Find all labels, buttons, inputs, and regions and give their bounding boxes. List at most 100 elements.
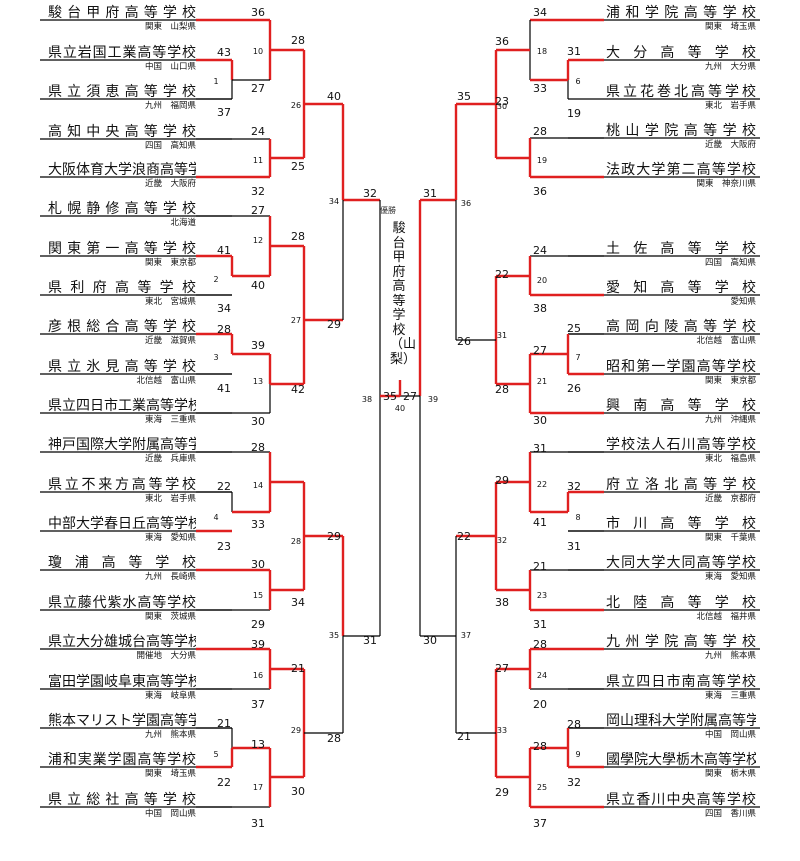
match-number: 1 — [213, 77, 218, 86]
score-label: 28 — [533, 125, 547, 138]
team-name: 中部大学春日丘高等学校 — [48, 516, 196, 532]
score-label: 30 — [423, 634, 437, 647]
score-label: 34 — [217, 302, 231, 315]
match-number: 37 — [461, 631, 471, 640]
team-name: 國學院大學栃木高等学校 — [606, 752, 756, 768]
team-name: 熊本マリスト学園高等学校 — [48, 713, 196, 729]
left-team: 神戸国際大学附属高等学校近畿 兵庫県 — [48, 430, 196, 470]
right-team: 県立香川中央高等学校四国 香川県 — [606, 785, 756, 825]
final-left-score: 35 — [383, 390, 397, 403]
score-label: 37 — [251, 698, 265, 711]
score-label: 28 — [533, 740, 547, 753]
team-name: 興南高等学校 — [606, 398, 756, 414]
team-region: 中国 山口県 — [144, 62, 196, 72]
right-team: 高岡向陵高等学校北信越 富山県 — [606, 312, 756, 352]
match-number: 29 — [291, 726, 301, 735]
score-label: 32 — [251, 185, 265, 198]
score-label: 35 — [457, 90, 471, 103]
match-number: 24 — [537, 671, 547, 680]
team-name: 土佐高等学校 — [606, 241, 756, 257]
team-name: 県立四日市工業高等学校 — [48, 398, 196, 414]
match-number: 14 — [253, 481, 263, 490]
score-label: 31 — [251, 817, 265, 830]
right-team: 県立四日市南高等学校東海 三重県 — [606, 667, 756, 707]
score-label: 33 — [533, 82, 547, 95]
score-label: 31 — [567, 45, 581, 58]
score-label: 21 — [457, 730, 471, 743]
score-label: 36 — [495, 35, 509, 48]
left-team: 県立藤代紫水高等学校関東 茨城県 — [48, 588, 196, 628]
score-label: 30 — [251, 415, 265, 428]
team-region: 東北 宮城県 — [144, 297, 196, 307]
score-label: 28 — [533, 638, 547, 651]
team-region: 近畿 大阪府 — [144, 179, 196, 189]
left-team: 県立岩国工業高等学校中国 山口県 — [48, 38, 196, 78]
right-team: 県立花巻北高等学校東北 岩手県 — [606, 77, 756, 117]
right-team: 法政大学第二高等学校関東 神奈川県 — [606, 155, 756, 195]
team-name: 大阪体育大学浪商高等学校 — [48, 162, 196, 178]
team-name: 県立不来方高等学校 — [48, 477, 196, 493]
match-number: 11 — [253, 156, 263, 165]
team-name: 昭和第一学園高等学校 — [606, 359, 756, 375]
match-number: 3 — [213, 353, 218, 362]
left-team: 札幌静修高等学校北海道 — [48, 194, 196, 234]
match-number: 18 — [537, 47, 547, 56]
score-label: 22 — [217, 776, 231, 789]
team-region: 四国 高知県 — [704, 258, 756, 268]
right-team: 九州学院高等学校九州 熊本県 — [606, 627, 756, 667]
score-label: 23 — [495, 95, 509, 108]
score-label: 28 — [495, 383, 509, 396]
score-label: 27 — [251, 204, 265, 217]
score-label: 25 — [291, 160, 305, 173]
score-label: 37 — [533, 817, 547, 830]
right-team: 國學院大學栃木高等学校関東 栃木県 — [606, 745, 756, 785]
match-number: 10 — [253, 47, 263, 56]
score-label: 29 — [495, 474, 509, 487]
score-label: 23 — [217, 540, 231, 553]
right-team: 市川高等学校関東 千葉県 — [606, 509, 756, 549]
team-region: 近畿 大阪府 — [704, 140, 756, 150]
team-name: 学校法人石川高等学校 — [606, 437, 756, 453]
team-region: 東北 岩手県 — [704, 101, 756, 111]
team-name: 北陸高等学校 — [606, 595, 756, 611]
score-label: 29 — [251, 618, 265, 631]
team-name: 彦根総合高等学校 — [48, 319, 196, 335]
left-team: 県立須恵高等学校九州 福岡県 — [48, 77, 196, 117]
team-region: 九州 長崎県 — [144, 572, 196, 582]
score-label: 42 — [291, 383, 305, 396]
right-team: 桃山学院高等学校近畿 大阪府 — [606, 116, 756, 156]
score-label: 40 — [327, 90, 341, 103]
score-label: 27 — [495, 662, 509, 675]
score-label: 29 — [327, 530, 341, 543]
team-region: 九州 熊本県 — [704, 651, 756, 661]
team-region: 四国 香川県 — [704, 809, 756, 819]
match-number: 9 — [575, 750, 580, 759]
match-number: 17 — [253, 783, 263, 792]
score-label: 34 — [291, 596, 305, 609]
score-label: 21 — [533, 560, 547, 573]
team-name: 高知中央高等学校 — [48, 124, 196, 140]
team-region: 九州 大分県 — [704, 62, 756, 72]
score-label: 27 — [533, 344, 547, 357]
team-name: 瓊浦高等学校 — [48, 555, 196, 571]
team-region: 東海 岐阜県 — [144, 691, 196, 701]
team-name: 桃山学院高等学校 — [606, 123, 756, 139]
match-number: 27 — [291, 316, 301, 325]
team-region: 東北 福島県 — [704, 454, 756, 464]
match-number: 25 — [537, 783, 547, 792]
score-label: 24 — [533, 244, 547, 257]
team-region: 北信越 福井県 — [696, 612, 756, 622]
left-team: 県立不来方高等学校東北 岩手県 — [48, 470, 196, 510]
team-name: 県立大分雄城台高等学校 — [48, 634, 196, 650]
team-region: 東海 愛知県 — [144, 533, 196, 543]
score-label: 20 — [533, 698, 547, 711]
team-name: 高岡向陵高等学校 — [606, 319, 756, 335]
left-team: 関東第一高等学校関東 東京都 — [48, 234, 196, 274]
team-region: 近畿 滋賀県 — [144, 336, 196, 346]
final-right-score: 27 — [403, 390, 417, 403]
team-region: 愛知県 — [730, 297, 756, 307]
score-label: 30 — [291, 785, 305, 798]
score-label: 31 — [533, 442, 547, 455]
